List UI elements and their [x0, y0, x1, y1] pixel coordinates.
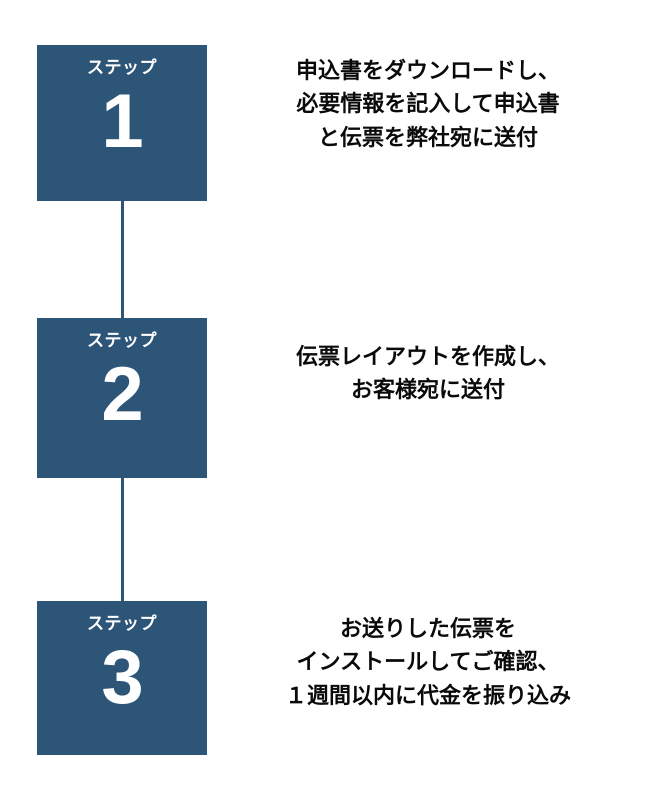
step-row-2: ステップ 2 伝票レイアウトを作成し、 お客様宛に送付 [0, 318, 654, 478]
connector-line-step2-step3 [121, 476, 124, 604]
step-description-2-line-2: お客様宛に送付 [350, 377, 505, 403]
step-number-2: 2 [101, 351, 143, 437]
step-number-1: 1 [101, 78, 143, 164]
step-badge-2: ステップ 2 [37, 318, 207, 478]
step-badge-1: ステップ 1 [37, 45, 207, 201]
step-description-1: 申込書をダウンロードし、 必要情報を記入して申込書 と伝票を弊社宛に送付 [228, 45, 628, 210]
step-description-3: お送りした伝票を インストールしてご確認、 １週間以内に代金を振り込み [228, 601, 628, 766]
step-label-3: ステップ [87, 614, 157, 633]
step-description-1-line-2: 必要情報を記入して申込書 [296, 91, 560, 117]
step-label-1: ステップ [87, 58, 157, 77]
step-description-2-line-1: 伝票レイアウトを作成し、 [295, 344, 560, 369]
step-description-2: 伝票レイアウトを作成し、 お客様宛に送付 [228, 318, 628, 500]
connector-line-step1-step2 [121, 199, 124, 321]
step-description-1-line-1: 申込書をダウンロードし、 [295, 58, 560, 83]
step-badge-3: ステップ 3 [37, 601, 207, 755]
step-description-3-line-1: お送りした伝票を [339, 616, 516, 641]
step-description-1-line-3: と伝票を弊社宛に送付 [317, 124, 538, 150]
step-description-3-line-3: １週間以内に代金を振り込み [284, 682, 571, 708]
step-number-3: 3 [101, 634, 143, 720]
step-description-3-line-2: インストールしてご確認、 [296, 649, 560, 675]
step-row-1: ステップ 1 申込書をダウンロードし、 必要情報を記入して申込書 と伝票を弊社宛… [0, 45, 654, 201]
step-label-2: ステップ [87, 331, 157, 350]
step-row-3: ステップ 3 お送りした伝票を インストールしてご確認、 １週間以内に代金を振り… [0, 601, 654, 755]
